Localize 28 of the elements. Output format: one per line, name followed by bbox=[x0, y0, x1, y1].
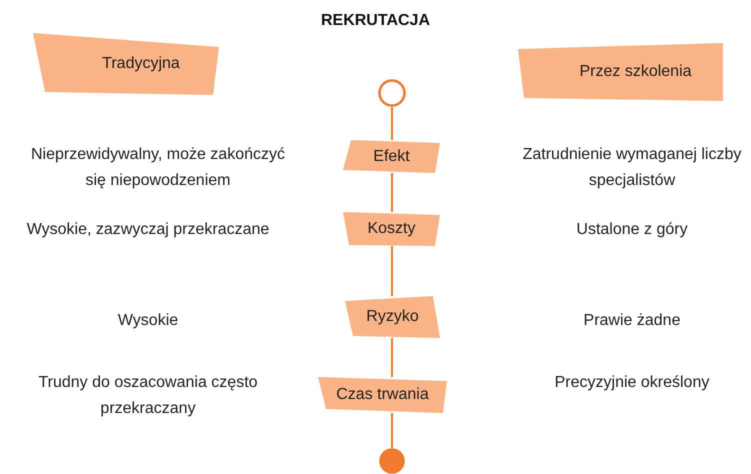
node-label: Koszty bbox=[367, 220, 416, 238]
label-shape bbox=[318, 377, 447, 413]
label-shape bbox=[345, 296, 440, 338]
comparison-text: Precyzyjnie określony bbox=[554, 373, 710, 393]
comparison-text: Wysokie bbox=[116, 311, 180, 331]
comparison-text: Trudny do oszacowania często przekraczany bbox=[37, 373, 259, 419]
diagram-title: REKRUTACJA bbox=[320, 12, 432, 30]
node-label: Tradycyjna bbox=[102, 55, 180, 73]
comparison-text: Prawie żadne bbox=[582, 311, 682, 331]
connector-line bbox=[391, 173, 393, 212]
comparison-text: Nieprzewidywalny, może zakończyć się niepowodzeniem bbox=[30, 145, 286, 191]
label-shape bbox=[518, 43, 723, 101]
node-label: Ryzyko bbox=[366, 308, 419, 326]
comparison-text: Wysokie, zazwyczaj przekraczane bbox=[26, 220, 270, 240]
start-circle bbox=[378, 79, 406, 107]
comparison-text: Ustalone z góry bbox=[575, 220, 689, 240]
comparison-text: Zatrudnienie wymaganej liczby specjalistów bbox=[522, 145, 742, 191]
node-label: Czas trwania bbox=[336, 386, 429, 404]
connector-line bbox=[391, 107, 393, 140]
end-circle bbox=[379, 448, 405, 474]
node-label: Przez szkolenia bbox=[579, 63, 692, 81]
label-shape bbox=[33, 33, 219, 95]
connector-line bbox=[391, 246, 393, 296]
connector-line bbox=[391, 413, 393, 448]
label-shape bbox=[343, 140, 440, 173]
node-label: Efekt bbox=[373, 148, 410, 166]
connector-line bbox=[391, 338, 393, 377]
label-shape bbox=[343, 212, 440, 246]
